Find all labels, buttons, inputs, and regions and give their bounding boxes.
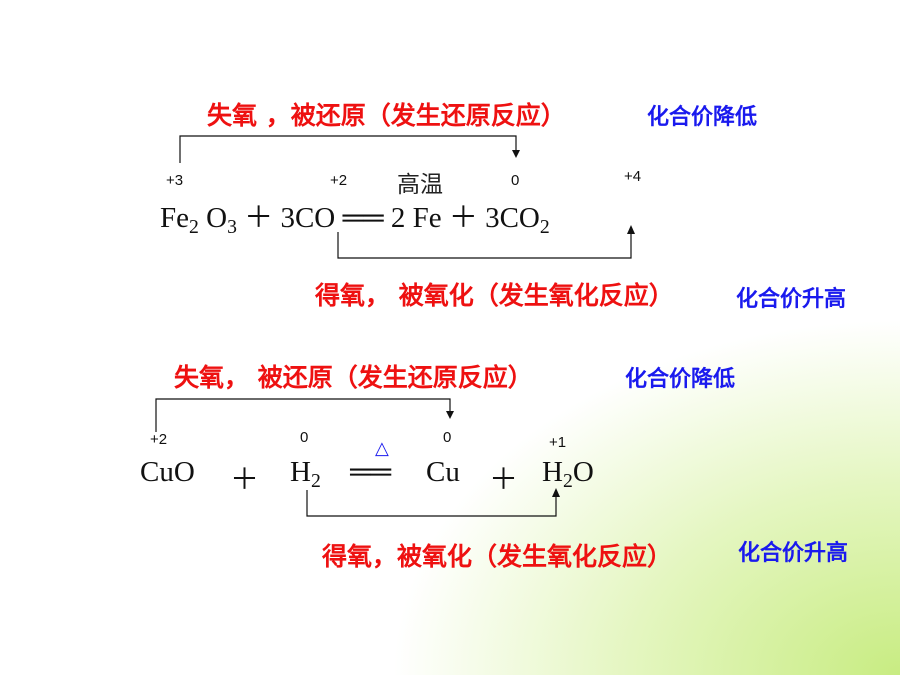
oxidation-state-c-product: +4 (624, 168, 642, 185)
oxidation-state-fe-product: 0 (511, 172, 520, 189)
plus-sign-2b: ＋ (489, 464, 519, 496)
oxidation-state-fe-reactant: +3 (166, 172, 184, 189)
valence-decrease-label-1: 化合价降低 (647, 105, 758, 130)
valence-increase-label-2: 化合价升高 (738, 541, 849, 566)
oxidation-arrowhead-1 (627, 225, 635, 234)
equals-sign-2: ══ (350, 456, 392, 488)
reduction-bracket-2 (155, 398, 451, 432)
oxidation-bracket-2 (306, 490, 557, 517)
oxidation-state-cu-reactant: +2 (150, 431, 168, 448)
reduction-bracket-1 (179, 135, 517, 163)
oxidation-arrowhead-2 (552, 488, 560, 497)
reduction-arrowhead-2 (446, 411, 454, 419)
reduction-arrowhead-1 (512, 150, 520, 158)
chemical-equation-2-h2o: H2O (542, 456, 594, 492)
oxidation-state-c-reactant: +2 (330, 172, 348, 189)
reduction-label-2: 失氧， 被还原（发生还原反应） (174, 363, 533, 392)
reduction-label-1: 失氧 ，被还原（发生还原反应） (207, 101, 566, 130)
oxidation-label-2: 得氧，被氧化（发生氧化反应） (322, 542, 673, 571)
oxidation-label-1: 得氧， 被氧化（发生氧化反应） (315, 281, 674, 310)
valence-decrease-label-2: 化合价降低 (625, 367, 736, 392)
chemical-equation-1: Fe2 O3 ＋ 3CO ══ 2 Fe ＋ 3CO2 (160, 202, 550, 238)
chemical-equation-2-h2: H2 (290, 456, 321, 492)
chemical-equation-2-cuo: CuO (140, 456, 195, 488)
valence-increase-label-1: 化合价升高 (736, 287, 847, 312)
reaction-condition-1: 高温 (397, 172, 443, 198)
oxidation-state-h-reactant: 0 (300, 429, 309, 446)
oxidation-state-cu-product: 0 (443, 429, 452, 446)
oxidation-bracket-1 (337, 232, 632, 259)
chemical-equation-2-cu: Cu (426, 456, 460, 488)
plus-sign-2a: ＋ (230, 464, 260, 496)
heat-condition-icon: △ (375, 438, 389, 459)
oxidation-state-h-product: +1 (549, 434, 567, 451)
